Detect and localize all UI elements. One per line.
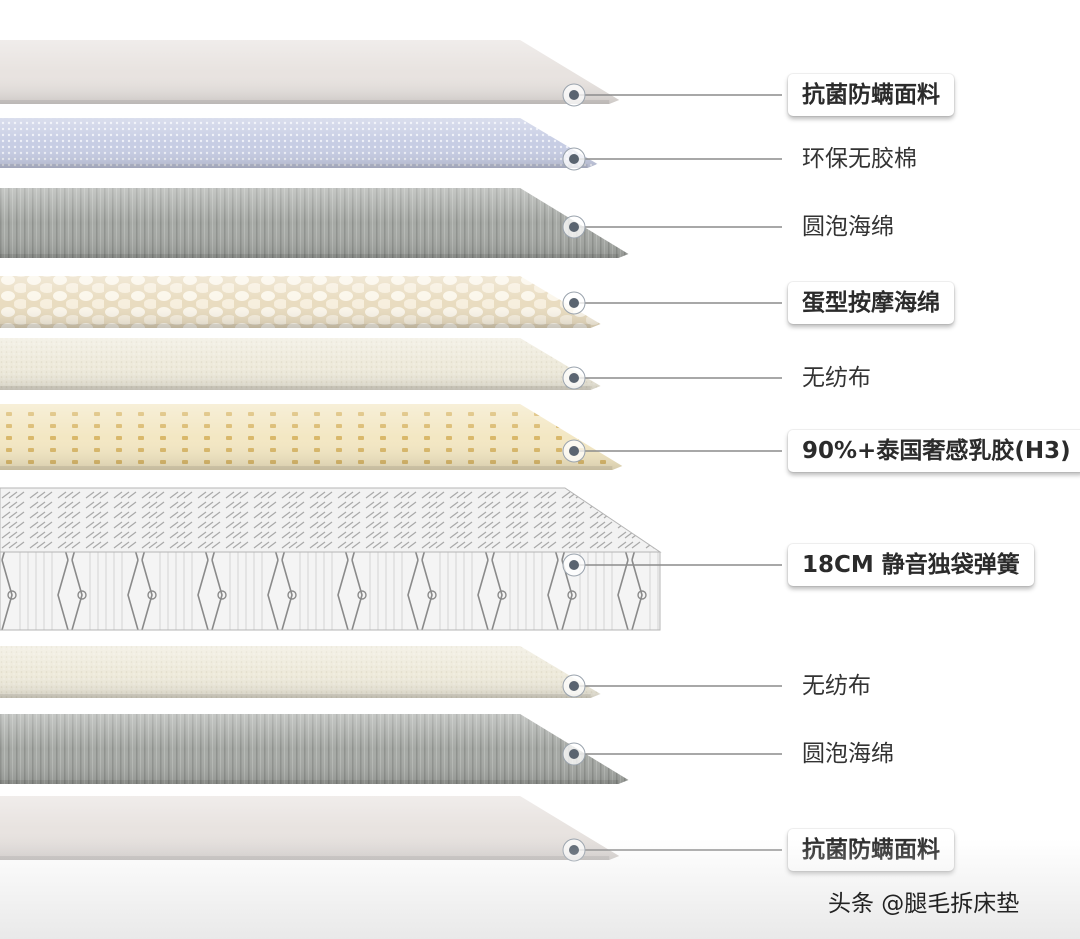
layer-6-sheen	[0, 404, 623, 470]
marker-dot	[569, 446, 579, 456]
layer-5-sheen	[0, 338, 601, 390]
layer-9-edge	[0, 780, 619, 784]
layer-label: 蛋型按摩海绵	[788, 282, 954, 324]
layer-2	[0, 118, 598, 168]
layer-6-edge	[0, 466, 613, 470]
layer-1	[0, 40, 620, 104]
layer-1-edge	[0, 100, 610, 104]
marker-dot	[569, 298, 579, 308]
layer-5	[0, 338, 601, 390]
layer-label: 抗菌防螨面料	[788, 74, 954, 116]
spring-pocket-side	[0, 551, 661, 631]
bottom-fade	[0, 839, 1080, 939]
layer-label: 无纺布	[802, 673, 871, 699]
marker-dot	[569, 373, 579, 383]
layer-3	[0, 188, 629, 258]
layer-8	[0, 646, 601, 698]
layer-4-sheen	[0, 276, 601, 328]
layer-label: 无纺布	[802, 365, 871, 391]
layer-3-sheen	[0, 188, 629, 258]
spring-top-face	[0, 487, 662, 553]
layer-5-edge	[0, 386, 591, 390]
layer-label: 圆泡海绵	[802, 741, 894, 767]
layer-8-edge	[0, 694, 591, 698]
marker-dot	[569, 154, 579, 164]
layer-label: 90%+泰国奢感乳胶(H3)	[788, 430, 1080, 472]
layer-label: 18CM 静音独袋弹簧	[788, 544, 1034, 586]
marker-dot	[569, 222, 579, 232]
layer-label: 圆泡海绵	[802, 214, 894, 240]
layer-1-sheen	[0, 40, 620, 104]
marker-dot	[569, 749, 579, 759]
marker-dot	[569, 681, 579, 691]
layer-9-sheen	[0, 714, 629, 784]
watermark: 头条 @腿毛拆床垫	[828, 891, 1020, 917]
layer-9	[0, 714, 629, 784]
layer-7	[0, 487, 662, 631]
layer-3-edge	[0, 254, 619, 258]
marker-dot	[569, 560, 579, 570]
layer-2-sheen	[0, 118, 598, 168]
layer-4-edge	[0, 324, 591, 328]
layer-8-sheen	[0, 646, 601, 698]
layer-2-edge	[0, 164, 588, 168]
layer-label: 环保无胶棉	[802, 146, 917, 172]
layer-4	[0, 276, 601, 328]
marker-dot	[569, 90, 579, 100]
layer-6	[0, 404, 623, 470]
